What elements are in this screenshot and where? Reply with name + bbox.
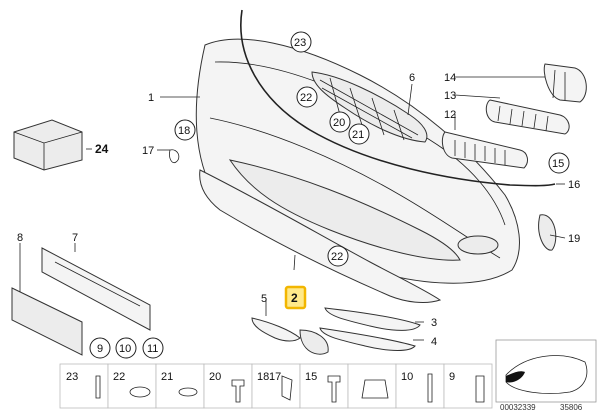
circle-label-21: 21 (348, 123, 370, 145)
lower-trim-5 (251, 317, 301, 342)
label-8: 8 (17, 232, 23, 244)
circle-label-22-top: 22 (296, 86, 318, 108)
lower-spoiler (199, 169, 442, 304)
label-1: 1 (148, 92, 154, 104)
circle-label-20: 20 (329, 111, 351, 133)
svg-text:18: 18 (178, 125, 190, 137)
label-2-highlighted: 2 (291, 291, 298, 305)
circle-label-18: 18 (174, 119, 196, 141)
label-16: 16 (568, 179, 580, 191)
clip-17 (169, 149, 180, 164)
fog-light-12 (441, 131, 528, 169)
svg-text:22: 22 (300, 92, 312, 104)
svg-text:22: 22 (331, 251, 343, 263)
label-6: 6 (409, 72, 415, 84)
lower-trim-3 (324, 307, 421, 331)
legend-label-18: 18 (257, 371, 269, 383)
legend-label-17: 17 (269, 371, 281, 383)
fog-light-13 (485, 99, 570, 135)
legend-label-20: 20 (209, 371, 221, 383)
fastener-legend: 23 22 21 20 18 17 15 10 9 (59, 363, 493, 409)
label-12: 12 (444, 109, 456, 121)
svg-text:11: 11 (147, 343, 158, 355)
legend-label-22: 22 (113, 371, 125, 383)
svg-text:10: 10 (119, 343, 131, 355)
lower-trim-4 (319, 327, 416, 351)
label-13: 13 (444, 90, 456, 102)
legend-label-15: 15 (305, 371, 317, 383)
tow-eye-bracket (299, 329, 329, 355)
svg-text:20: 20 (333, 117, 345, 129)
label-24: 24 (95, 142, 109, 156)
circle-label-9: 9 (89, 337, 111, 359)
plate-base (11, 287, 83, 356)
cube-part-24 (13, 119, 83, 171)
circle-label-11: 11 (142, 337, 164, 359)
svg-text:9: 9 (97, 343, 103, 355)
highlight-box (284, 285, 307, 310)
svg-text:23: 23 (294, 37, 306, 49)
leader-lines (19, 76, 566, 341)
label-4: 4 (431, 336, 437, 348)
label-7: 7 (72, 232, 78, 244)
plate-holder (41, 247, 151, 331)
tow-hook-cover (538, 214, 557, 251)
car-thumbnail (495, 339, 597, 403)
bumper-cover (195, 38, 520, 284)
reference-number-2: 35806 (560, 403, 583, 412)
label-3: 3 (431, 317, 437, 329)
circle-label-23: 23 (290, 31, 312, 53)
label-5: 5 (261, 293, 267, 305)
label-19: 19 (568, 233, 580, 245)
fog-light-14 (543, 63, 587, 103)
upper-trim-strip (240, 9, 556, 187)
circle-label-15: 15 (548, 152, 570, 174)
label-17: 17 (142, 145, 154, 157)
center-grille (311, 71, 428, 143)
reference-number-1: 00032339 (500, 403, 536, 412)
circle-label-22-mid: 22 (327, 245, 349, 267)
legend-label-23: 23 (66, 371, 78, 383)
label-14: 14 (444, 72, 456, 84)
svg-text:21: 21 (352, 129, 364, 141)
legend-label-10: 10 (401, 371, 413, 383)
legend-label-21: 21 (161, 371, 173, 383)
svg-text:15: 15 (552, 158, 564, 170)
legend-label-9: 9 (449, 371, 455, 383)
circle-label-10: 10 (115, 337, 137, 359)
